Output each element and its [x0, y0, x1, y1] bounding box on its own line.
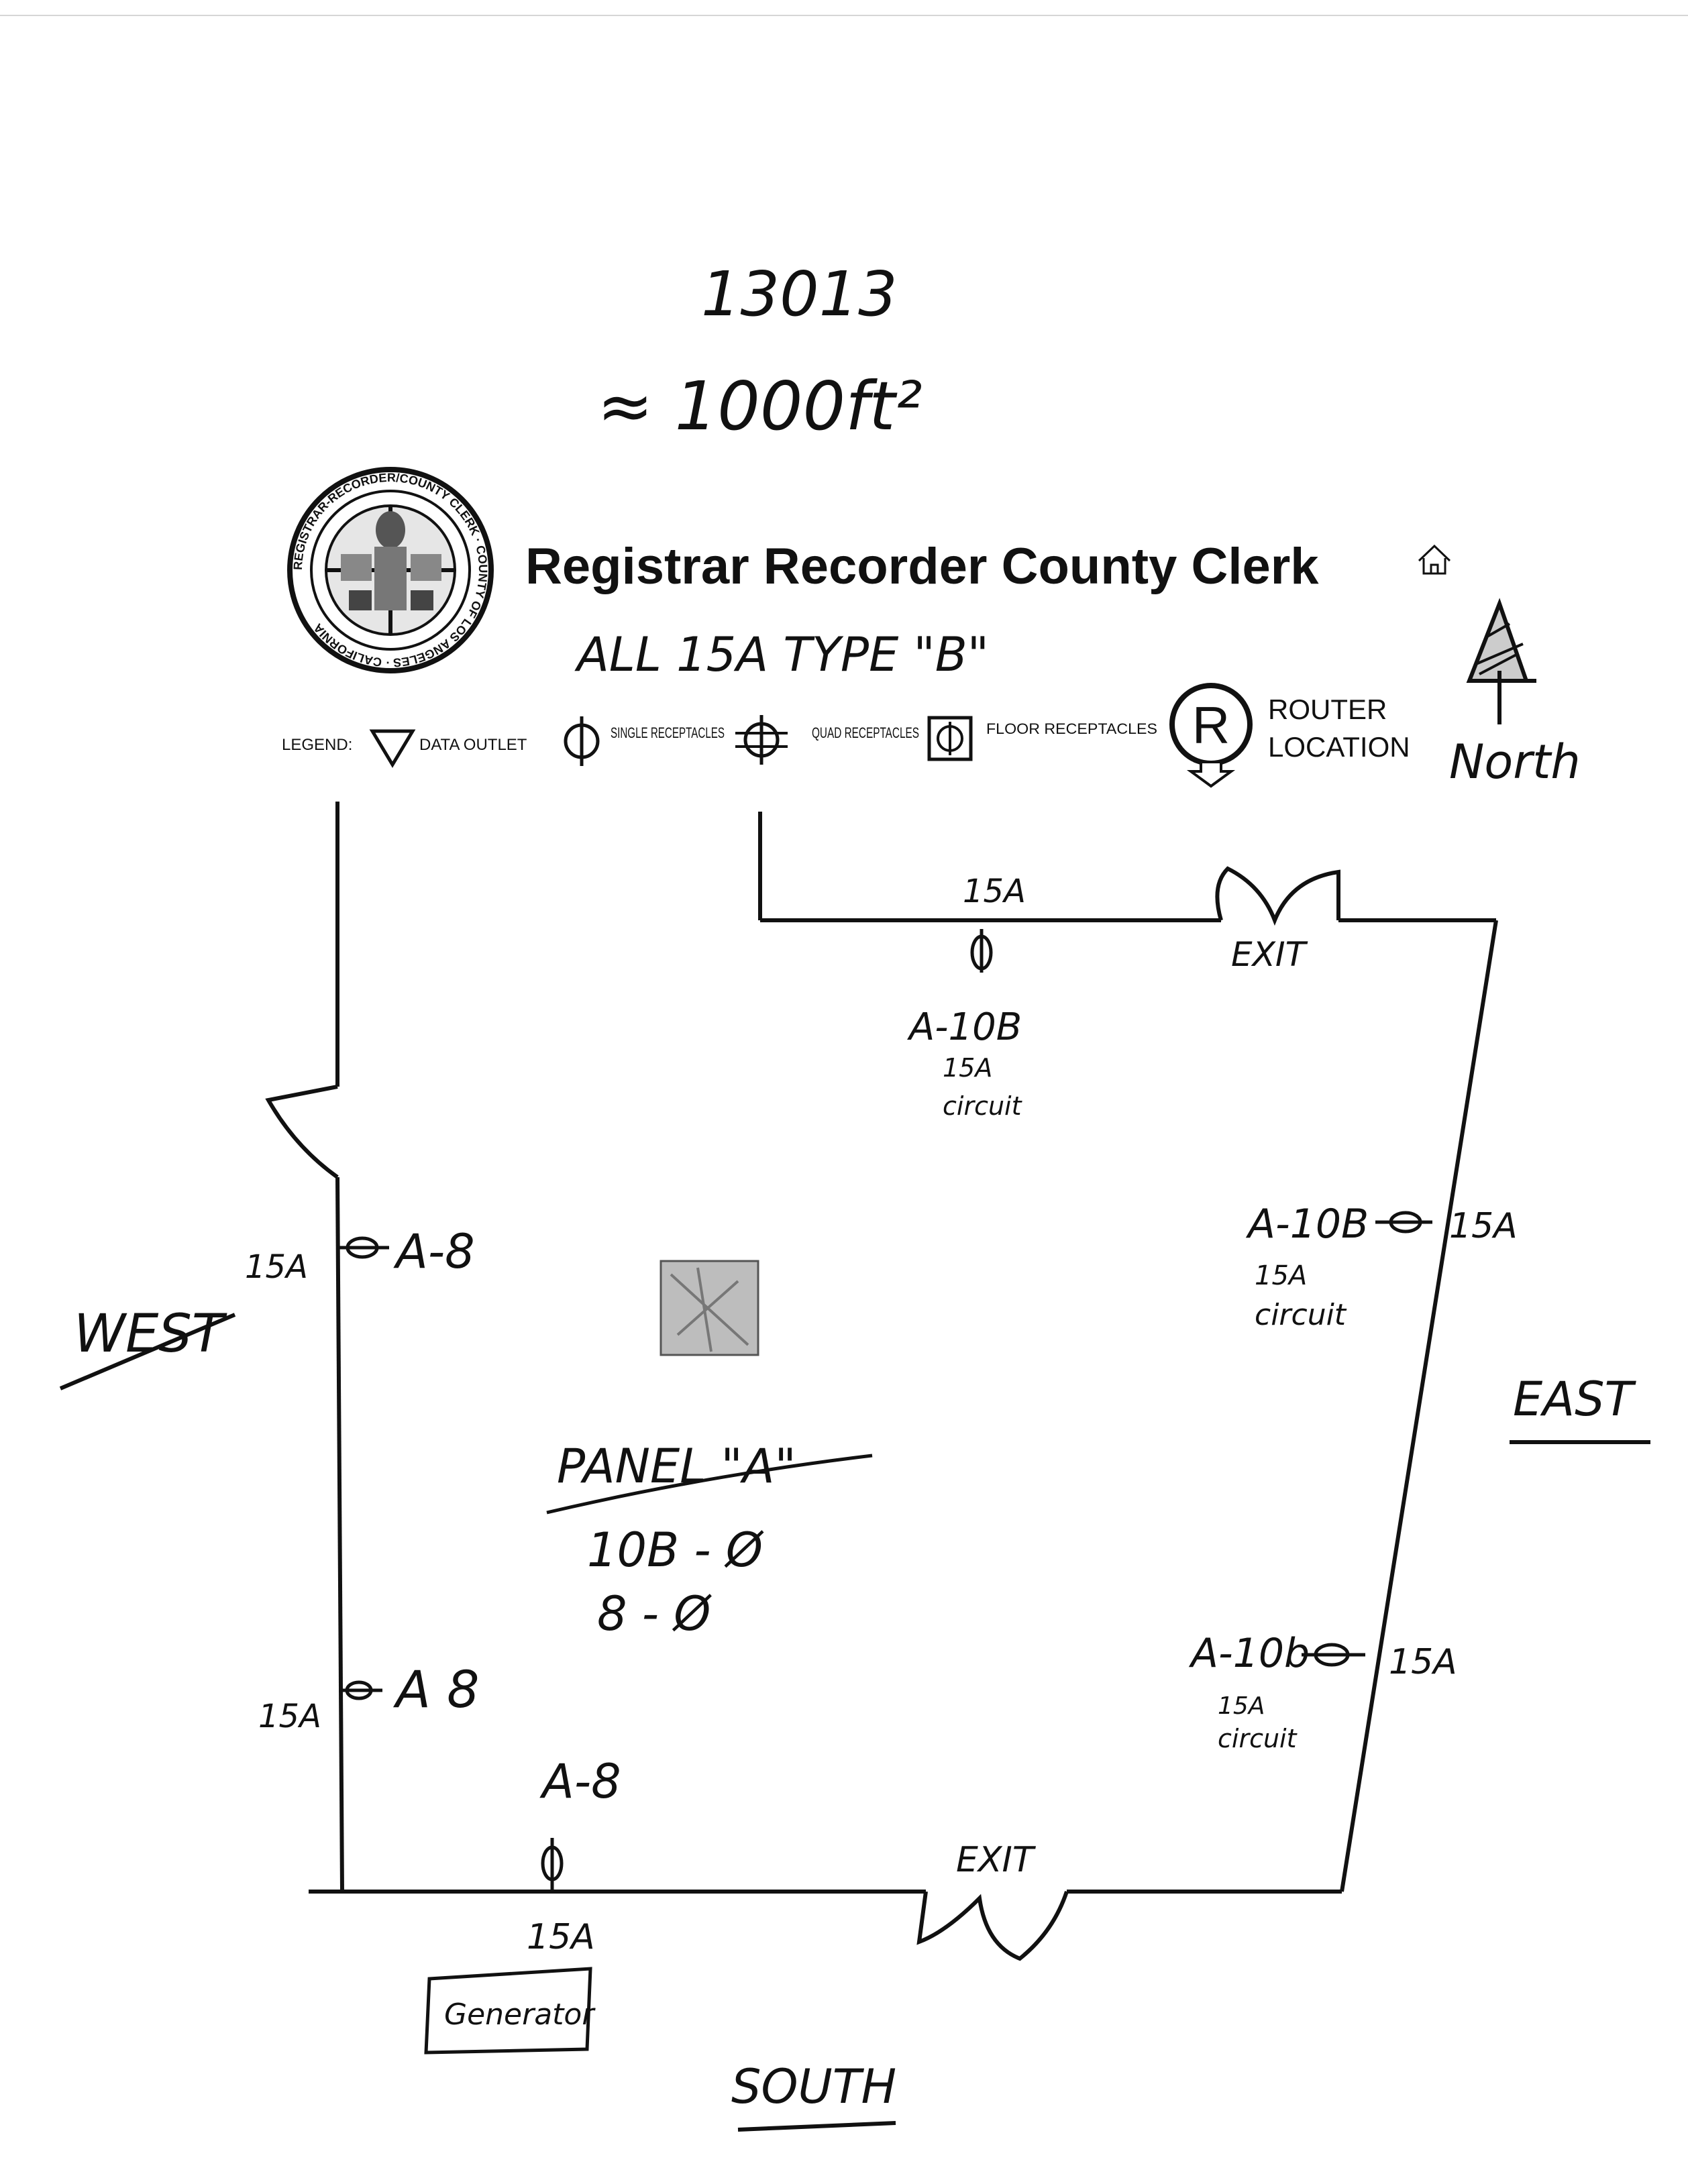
north-outlet-circuit: A-10B [907, 1005, 1022, 1049]
north-outlet-amp: 15A [963, 873, 1026, 910]
single-receptacle-icon [339, 1236, 389, 1259]
west-lower-outlet-amp: 15A [258, 1698, 321, 1735]
scan-top-edge [0, 15, 1688, 16]
legend-single-receptacles: SINGLE RECEPTACLES [611, 724, 725, 741]
router-label-line2: LOCATION [1268, 731, 1410, 763]
west-lower-outlet-circuit: A 8 [392, 1659, 480, 1719]
legend-floor-receptacles: FLOOR RECEPTACLES [986, 720, 1157, 737]
floor-receptacle-icon [927, 716, 973, 761]
legend-label: LEGEND: [282, 736, 352, 754]
generator-label: Generator [444, 1998, 596, 2032]
quad-receptacle-icon [735, 715, 788, 765]
north-arrow-icon [1466, 598, 1536, 724]
single-receptacle-icon [339, 1680, 382, 1700]
legend-data-outlet: DATA OUTLET [419, 736, 527, 754]
north-exit-label: EXIT [1231, 935, 1308, 974]
south-label: SOUTH [731, 2059, 896, 2114]
east-upper-outlet-amp: 15A [1449, 1206, 1518, 1246]
single-receptacle-icon [970, 929, 993, 973]
triangle-down-icon [369, 729, 416, 768]
panel-line-2: 8 - Ø [597, 1586, 712, 1641]
east-upper-outlet-note-2: circuit [1255, 1298, 1347, 1332]
east-label: EAST [1513, 1372, 1637, 1427]
panel-underline [546, 1454, 873, 1515]
north-outlet-note-2: circuit [943, 1091, 1023, 1121]
router-icon: R [1169, 683, 1253, 788]
west-upper-outlet-circuit: A-8 [393, 1224, 475, 1279]
south-outlet-amp: 15A [527, 1917, 595, 1957]
east-upper-outlet-circuit: A-10B [1245, 1201, 1369, 1248]
generator-box [424, 1967, 592, 2055]
drawing-number: 13013 [701, 258, 898, 330]
south-exit-label: EXIT [956, 1840, 1037, 1880]
east-lower-outlet-note-2: circuit [1218, 1724, 1298, 1753]
legend: LEGEND: DATA OUTLET SINGLE RECEPTACLES Q… [282, 683, 1410, 788]
east-lower-outlet-circuit: A-10b [1188, 1630, 1310, 1677]
north-outlet-note-1: 15A [943, 1053, 992, 1083]
west-upper-outlet-amp: 15A [245, 1248, 308, 1286]
single-receptacle-icon [1302, 1643, 1365, 1667]
north-label: North [1449, 734, 1581, 789]
agency-title: Registrar Recorder County Clerk [525, 538, 1319, 595]
west-underline [59, 1313, 236, 1390]
panel-line-1: 10B - Ø [587, 1523, 764, 1578]
south-underline [737, 2121, 896, 2132]
single-receptacle-icon [564, 716, 600, 766]
east-lower-outlet-amp: 15A [1389, 1642, 1457, 1682]
single-receptacle-icon [541, 1838, 564, 1890]
home-icon [1418, 544, 1451, 575]
east-upper-outlet-note-1: 15A [1255, 1260, 1307, 1291]
area-note: ≈ 1000ft² [597, 367, 922, 445]
room-walls [265, 802, 1498, 1961]
county-seal: REGISTRAR-RECORDER/COUNTY CLERK · COUNTY… [287, 467, 494, 673]
south-outlet-circuit: A-8 [539, 1754, 621, 1809]
router-symbol: R [1192, 696, 1230, 755]
legend-quad-receptacles: QUAD RECEPTACLES [812, 724, 919, 741]
panel-box-hatching [670, 1267, 749, 1352]
router-label-line1: ROUTER [1268, 694, 1387, 725]
west-label: WEST [74, 1304, 227, 1364]
receptacle-type-note: ALL 15A TYPE "B" [574, 627, 989, 682]
east-lower-outlet-note-1: 15A [1218, 1692, 1265, 1720]
single-receptacle-icon [1375, 1211, 1432, 1234]
